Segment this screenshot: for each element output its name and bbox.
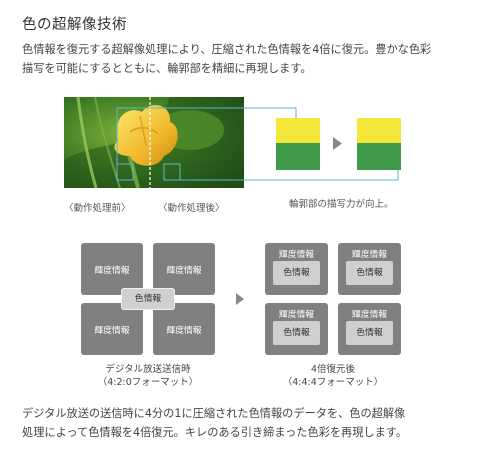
luma-block: 輝度情報 — [81, 243, 143, 295]
luma-label: 輝度情報 — [166, 266, 202, 276]
luma-label: 輝度情報 — [94, 326, 130, 336]
intro-line-2: 描写を可能にするとともに、輪郭部を精細に再現します。 — [22, 62, 312, 75]
chroma-block: 色情報 — [346, 261, 393, 285]
before-swatch — [276, 118, 320, 170]
intro-paragraph: 色情報を復元する超解像処理により、圧縮された色情報を4倍に復元。豊かな色彩 描写… — [22, 40, 474, 78]
caption-line: （4:2:0フォーマット） — [97, 377, 199, 388]
outro-line-1: デジタル放送の送信時に4分の1に圧縮された色情報のデータを、色の超解像 — [22, 407, 406, 420]
before-callout-line — [116, 107, 297, 164]
chroma-block: 色情報 — [121, 288, 175, 310]
luma-label: 輝度情報 — [351, 250, 388, 260]
chroma-block: 色情報 — [346, 321, 393, 345]
after-label: 〈動作処理後〉 — [158, 203, 225, 214]
before-zoom-box — [116, 163, 134, 181]
diagram-arrow-icon — [236, 293, 244, 305]
swatch-arrow-icon — [333, 137, 342, 150]
page-title: 色の超解像技術 — [22, 17, 127, 33]
after-zoom-box — [163, 163, 181, 181]
diagram-420-caption: デジタル放送送信時 （4:2:0フォーマット） — [78, 363, 218, 389]
luma-block: 輝度情報 色情報 — [338, 303, 401, 355]
intro-line-1: 色情報を復元する超解像処理により、圧縮された色情報を4倍に復元。豊かな色彩 — [22, 43, 432, 56]
outro-line-2: 処理によって色情報を4倍復元。キレのある引き締まった色彩を再現します。 — [22, 426, 408, 439]
chroma-block: 色情報 — [273, 261, 320, 285]
luma-block: 輝度情報 色情報 — [265, 303, 328, 355]
before-label: 〈動作処理前〉 — [64, 203, 131, 214]
flower-photo — [64, 97, 244, 188]
luma-label: 輝度情報 — [166, 326, 202, 336]
caption-line: 4倍復元後 — [310, 364, 356, 375]
diagram-444-caption: 4倍復元後 （4:4:4フォーマット） — [262, 363, 404, 389]
luma-label: 輝度情報 — [278, 310, 315, 320]
chroma-block: 色情報 — [273, 321, 320, 345]
after-swatch — [357, 118, 401, 170]
luma-label: 輝度情報 — [94, 266, 130, 276]
luma-block: 輝度情報 色情報 — [265, 243, 328, 295]
flower-comparison-figure — [64, 97, 401, 188]
luma-label: 輝度情報 — [351, 310, 388, 320]
luma-block: 輝度情報 色情報 — [338, 243, 401, 295]
edge-caption: 輪郭部の描写力が向上。 — [289, 199, 394, 210]
luma-block: 輝度情報 — [81, 303, 143, 355]
caption-line: （4:4:4フォーマット） — [282, 377, 384, 388]
luma-block: 輝度情報 — [153, 243, 215, 295]
luma-block: 輝度情報 — [153, 303, 215, 355]
outro-paragraph: デジタル放送の送信時に4分の1に圧縮された色情報のデータを、色の超解像 処理によ… — [22, 404, 474, 442]
luma-label: 輝度情報 — [278, 250, 315, 260]
after-callout-line — [180, 170, 399, 181]
caption-line: デジタル放送送信時 — [105, 364, 191, 375]
